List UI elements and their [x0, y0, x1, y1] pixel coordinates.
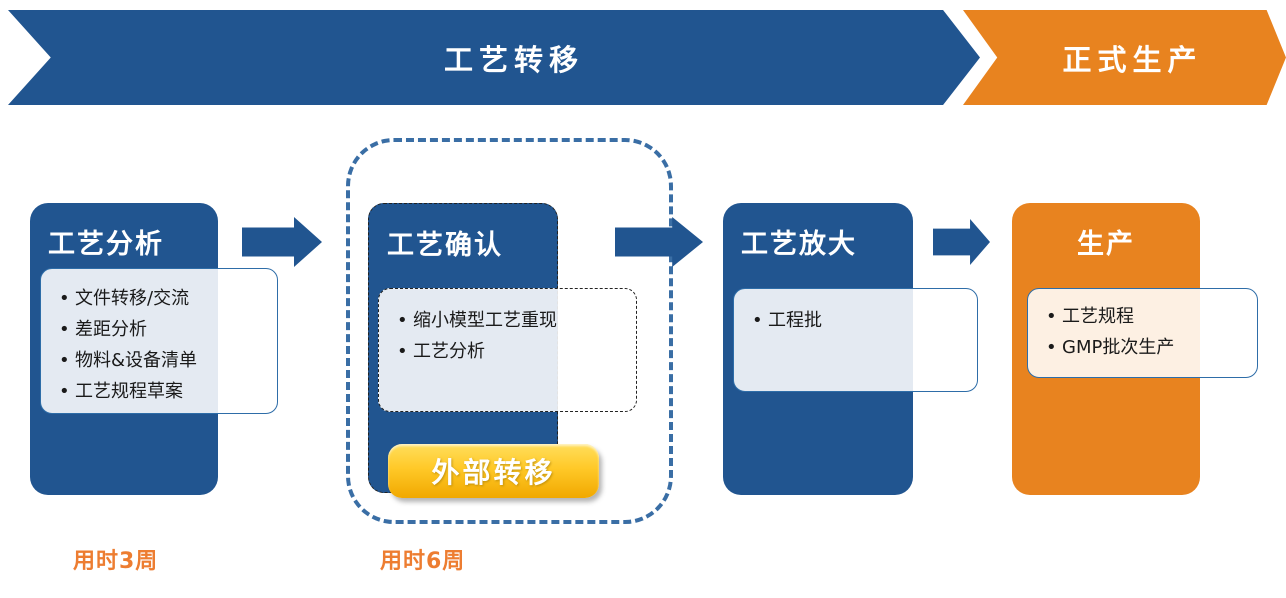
list-item: 物料&设备清单 [57, 345, 271, 376]
duration-label-6-weeks: 用时6周 [380, 549, 466, 574]
phase-banner-process-transfer: 工艺转移 [8, 10, 980, 105]
list-item: GMP批次生产 [1044, 332, 1251, 363]
list-item: 工艺规程草案 [57, 376, 271, 407]
stage-title: 工艺确认 [387, 230, 503, 261]
panel-production-items: 工艺规程 GMP批次生产 [1027, 288, 1258, 378]
external-transfer-dashed-frame [346, 138, 673, 524]
stage-title: 工艺分析 [48, 229, 164, 260]
bullet-list: 缩小模型工艺重现 工艺分析 [379, 289, 636, 367]
stage-title: 工艺放大 [741, 229, 857, 260]
phase-banner-official-production: 正式生产 [963, 10, 1286, 105]
bullet-list: 文件转移/交流 差距分析 物料&设备清单 工艺规程草案 [41, 269, 277, 407]
right-arrow-icon [933, 219, 990, 265]
phase-banner-label: 工艺转移 [443, 42, 584, 77]
list-item: 工艺分析 [395, 336, 630, 367]
panel-process-confirmation-items: 缩小模型工艺重现 工艺分析 [378, 288, 637, 412]
list-item: 工艺规程 [1044, 301, 1251, 332]
list-item: 文件转移/交流 [57, 283, 271, 314]
bullet-list: 工程批 [734, 289, 977, 336]
stage-title: 生产 [1077, 229, 1135, 260]
panel-process-scaleup-items: 工程批 [733, 288, 978, 392]
right-arrow-icon [242, 217, 322, 267]
phase-banner-label: 正式生产 [1062, 42, 1203, 77]
panel-process-analysis-items: 文件转移/交流 差距分析 物料&设备清单 工艺规程草案 [40, 268, 278, 414]
list-item: 差距分析 [57, 314, 271, 345]
list-item: 缩小模型工艺重现 [395, 305, 630, 336]
external-transfer-badge: 外部转移 [388, 444, 599, 498]
duration-label-3-weeks: 用时3周 [73, 549, 159, 574]
bullet-list: 工艺规程 GMP批次生产 [1028, 289, 1257, 363]
badge-label: 外部转移 [431, 456, 556, 489]
list-item: 工程批 [750, 305, 971, 336]
